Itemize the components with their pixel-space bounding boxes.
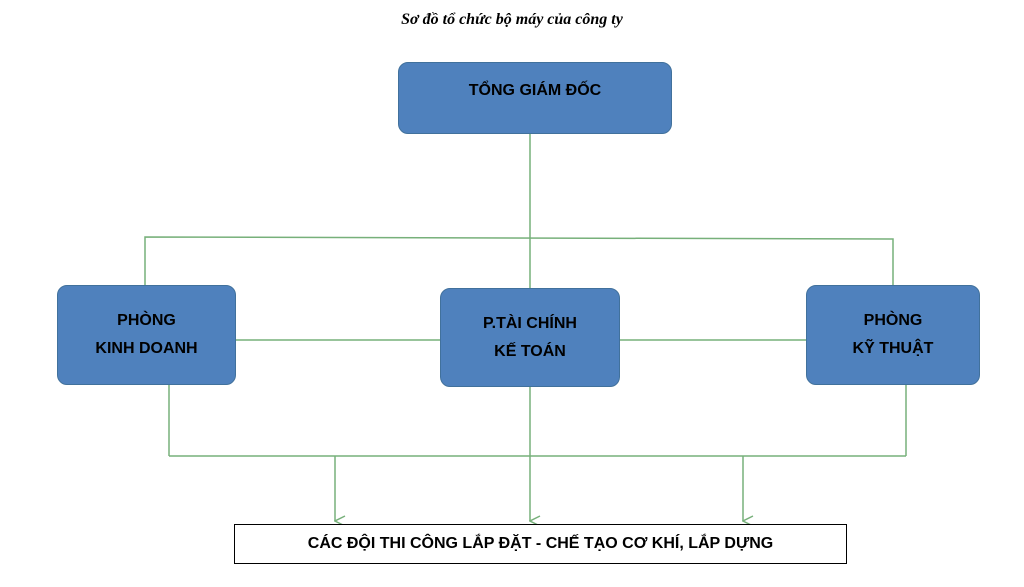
node-finance-label-line-1: P.TÀI CHÍNH <box>483 314 577 332</box>
node-finance-accounting: P.TÀI CHÍNH KẾ TOÁN <box>440 288 620 387</box>
node-sales-label-line-2: KINH DOANH <box>95 340 198 357</box>
node-ceo: TỔNG GIÁM ĐỐC <box>398 62 672 134</box>
node-technical-department: PHÒNG KỸ THUẬT <box>806 285 980 385</box>
node-ceo-label: TỔNG GIÁM ĐỐC <box>468 82 602 99</box>
node-sales-label-line-1: PHÒNG <box>117 312 176 329</box>
node-finance-label-line-2: KẾ TOÁN <box>494 342 566 360</box>
node-construction-teams: CÁC ĐỘI THI CÔNG LẮP ĐẶT - CHẾ TẠO CƠ KH… <box>234 524 847 564</box>
node-tech-label-line-2: KỸ THUẬT <box>852 340 934 357</box>
connector-top-bus <box>144 236 894 285</box>
diagram-title: Sơ đồ tổ chức bộ máy của công ty <box>401 11 623 28</box>
node-sales-department: PHÒNG KINH DOANH <box>57 285 236 385</box>
node-tech-label-line-1: PHÒNG <box>863 312 923 329</box>
